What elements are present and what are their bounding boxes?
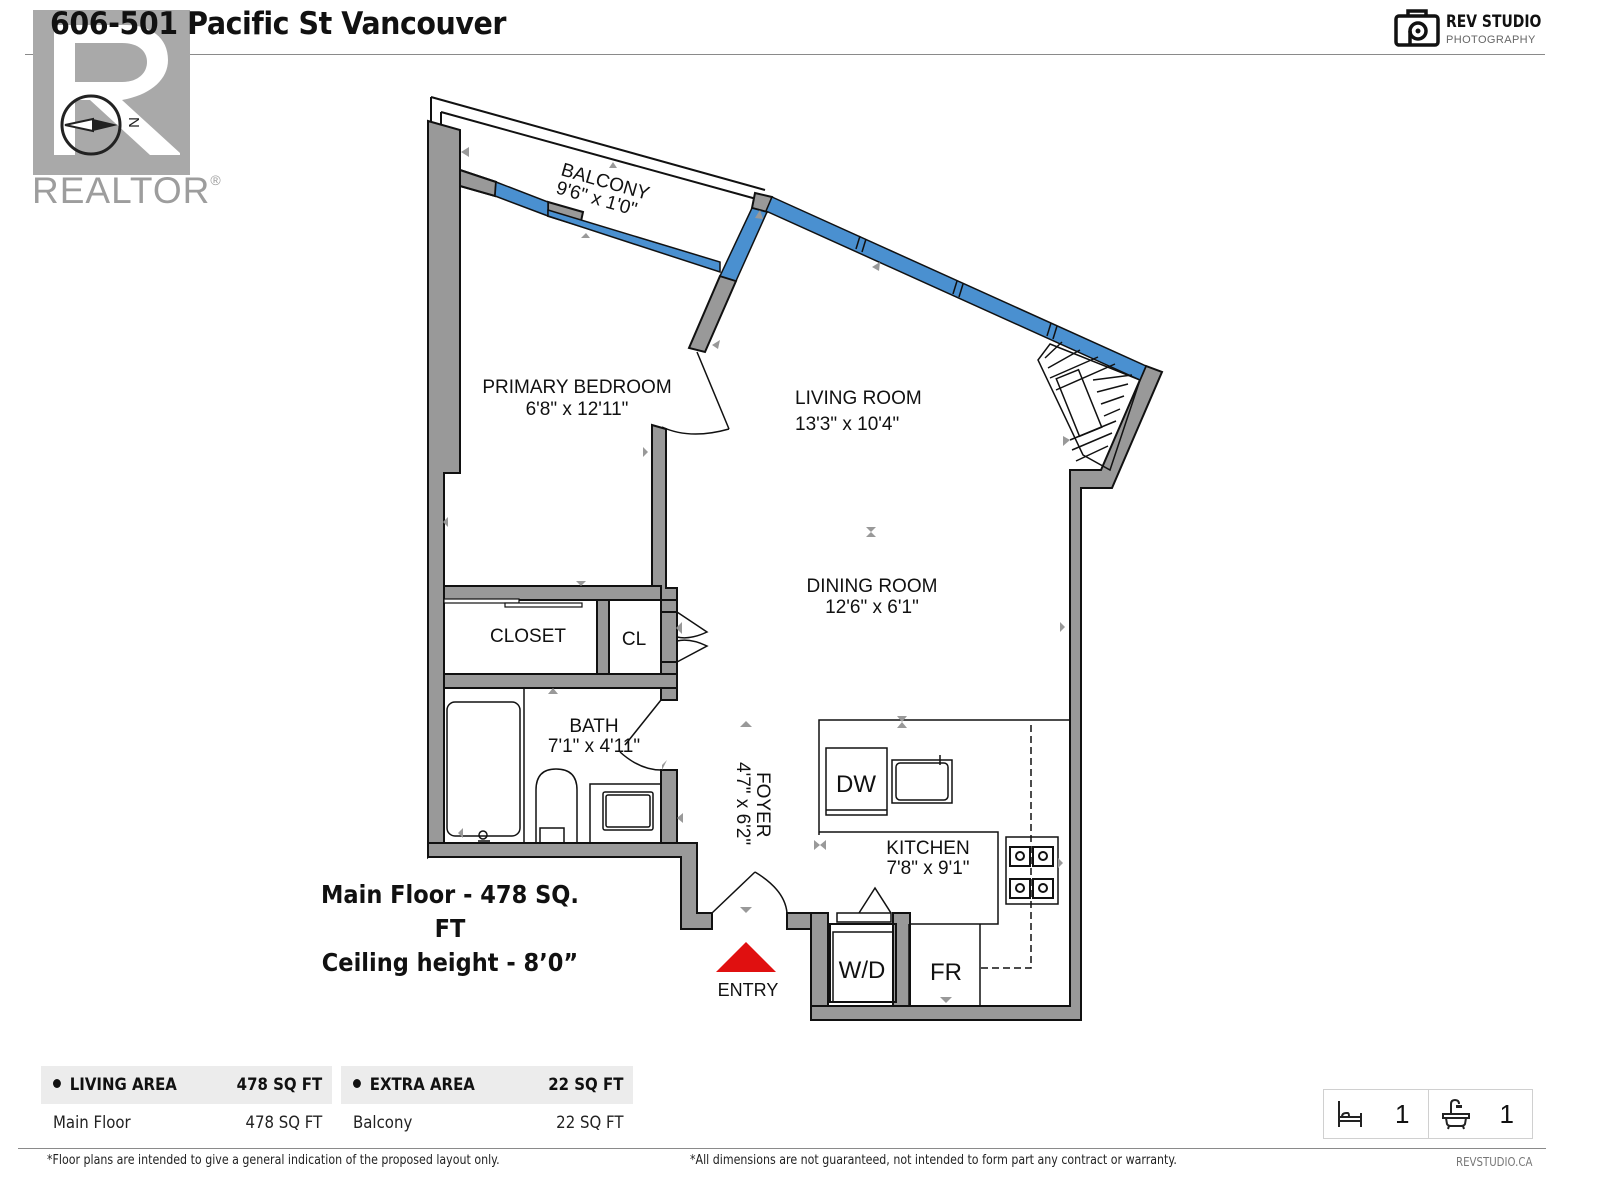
logo-subtitle: PHOTOGRAPHY xyxy=(1446,34,1536,46)
room-label-living-room: LIVING ROOM xyxy=(795,388,922,409)
bath-fixtures xyxy=(446,688,662,844)
extra-area-total: 22 SQ FT xyxy=(547,1075,623,1095)
balcony-outline xyxy=(430,96,766,201)
entry-label: ENTRY xyxy=(717,980,779,1000)
windows xyxy=(494,180,1147,381)
floor-summary-ceiling: Ceiling height - 8’0” xyxy=(321,948,579,977)
compass-icon: N xyxy=(60,94,142,156)
living-area-table: LIVING AREA 478 SQ FT Main Floor 478 SQ … xyxy=(41,1066,332,1142)
room-dims-kitchen: 7'8" x 9'1" xyxy=(886,858,969,879)
footer-divider xyxy=(18,1148,1546,1149)
appliance-label-fr: FR xyxy=(930,959,962,986)
cooktop-burners xyxy=(1009,846,1054,899)
bullet-icon xyxy=(353,1078,361,1088)
room-label-dining-room: DINING ROOM xyxy=(807,576,938,597)
room-dims-foyer: 4'7" x 6'2" xyxy=(732,762,753,845)
room-dims-living-room: 13'3" x 10'4" xyxy=(795,414,899,435)
living-area-total: 478 SQ FT xyxy=(236,1075,322,1095)
room-dims-primary-bedroom: 6'8" x 12'11" xyxy=(526,399,629,420)
room-dims-bath: 7'1" x 4'11" xyxy=(548,736,640,757)
entry-marker-icon xyxy=(716,942,776,972)
extra-area-table: EXTRA AREA 22 SQ FT Balcony 22 SQ FT xyxy=(341,1066,633,1142)
room-label-foyer: FOYER xyxy=(752,772,773,837)
room-label-bath: BATH xyxy=(569,716,618,737)
realtor-watermark-logo xyxy=(33,10,190,175)
room-dims-dining-room: 12'6" x 6'1" xyxy=(825,597,919,618)
disclaimer-layout: *Floor plans are intended to give a gene… xyxy=(47,1153,500,1168)
bed-icon xyxy=(1338,1101,1362,1127)
bathtub-icon xyxy=(1441,1098,1470,1130)
appliance-labels: DW W/D FR xyxy=(836,771,962,986)
logo-name: REV STUDIO xyxy=(1446,12,1542,32)
floor-summary: Main Floor - 478 SQ. FT Ceiling height -… xyxy=(306,878,594,980)
bullet-icon xyxy=(53,1078,61,1088)
living-area-row: Main Floor 478 SQ FT xyxy=(53,1113,322,1133)
extra-area-row: Balcony 22 SQ FT xyxy=(353,1113,623,1133)
bedroom-count: 1 xyxy=(1324,1090,1428,1138)
footer-brand: REVSTUDIO.CA xyxy=(1456,1155,1533,1169)
svg-text:N: N xyxy=(125,117,142,128)
closet-sliding-doors xyxy=(443,598,583,608)
room-label-kitchen: KITCHEN xyxy=(886,838,969,859)
kitchen-counters xyxy=(818,719,1070,1006)
cl-doors xyxy=(676,611,709,663)
disclaimer-dimensions: *All dimensions are not guaranteed, not … xyxy=(690,1153,1177,1168)
floor-summary-area: Main Floor - 478 SQ. FT xyxy=(321,880,579,943)
bathroom-count: 1 xyxy=(1427,1090,1533,1138)
room-counts: 1 1 xyxy=(1323,1089,1533,1139)
appliance-label-wd: W/D xyxy=(839,957,886,984)
bedroom-door xyxy=(661,351,730,435)
room-label-cl: CL xyxy=(622,629,646,650)
dimension-markers xyxy=(443,147,1070,1003)
fireplace xyxy=(1037,341,1141,472)
floor-plan: BALCONY 9'6" x 1'0" PRIMARY BEDROOM 6'8"… xyxy=(427,96,1164,1021)
living-area-header: LIVING AREA 478 SQ FT xyxy=(41,1066,332,1104)
appliance-label-dw: DW xyxy=(836,771,876,798)
extra-area-header: EXTRA AREA 22 SQ FT xyxy=(341,1066,633,1104)
room-labels: BALCONY 9'6" x 1'0" PRIMARY BEDROOM 6'8"… xyxy=(482,160,969,879)
realtor-watermark-text: REALTOR® xyxy=(32,170,222,211)
room-label-closet: CLOSET xyxy=(490,626,566,647)
entry-door xyxy=(711,871,788,914)
room-label-primary-bedroom: PRIMARY BEDROOM xyxy=(482,377,671,398)
header-divider xyxy=(25,54,1545,55)
page-title: 606-501 Pacific St Vancouver xyxy=(50,6,507,42)
camera-icon xyxy=(1394,9,1440,47)
